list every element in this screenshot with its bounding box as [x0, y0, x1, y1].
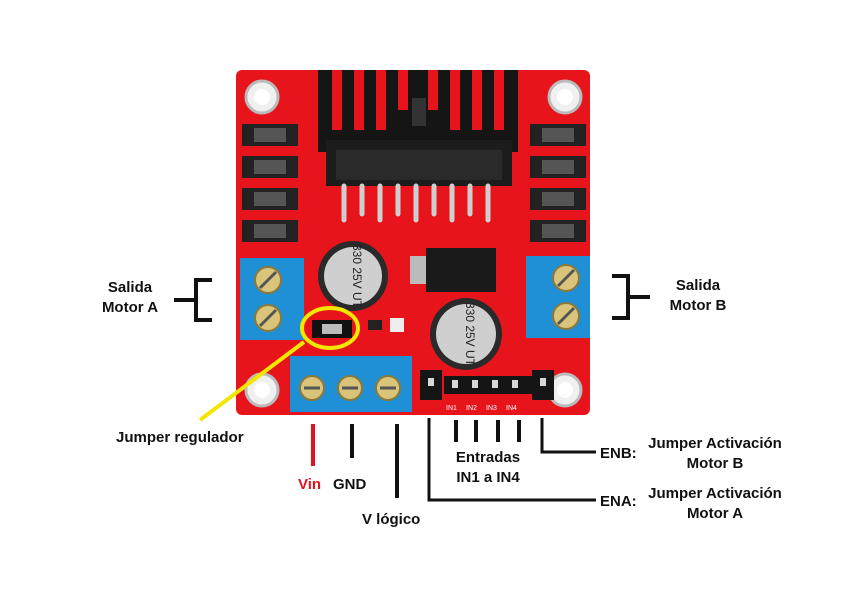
diodes-right [530, 124, 586, 242]
label-enb: Jumper Activación Motor B [640, 434, 790, 474]
label-salida-b-line2: Motor B [669, 297, 727, 314]
svg-text:330 25V UT: 330 25V UT [463, 302, 477, 367]
highlight-pointer [198, 340, 306, 422]
label-ena-prefix: ENA: [600, 493, 637, 510]
label-jumper-regulador: Jumper regulador [116, 429, 244, 446]
label-salida-a-line1: Salida [107, 279, 153, 296]
header-pins [420, 370, 554, 400]
label-enb-line2: Motor B [686, 455, 744, 472]
svg-text:330 25V UT: 330 25V UT [350, 244, 364, 309]
highlight-circle [300, 306, 360, 350]
label-entradas: Entradas IN1 a IN4 [448, 448, 528, 488]
enb-lead [540, 418, 596, 454]
capacitor-right: 330 25V UT [430, 298, 502, 370]
label-enb-prefix: ENB: [600, 445, 637, 462]
ena-lead [427, 418, 596, 502]
label-ena: Jumper Activación Motor A [640, 484, 790, 524]
label-ena-line1: Jumper Activación [648, 485, 782, 502]
terminal-block-motor-b [526, 256, 590, 338]
heatsink [318, 70, 518, 152]
label-salida-motor-b: Salida Motor B [660, 276, 736, 316]
terminal-block-motor-a [240, 258, 304, 340]
chip-pins [341, 183, 491, 223]
bracket-motor-a [194, 278, 212, 322]
label-v-logico: V lógico [362, 511, 421, 528]
diodes-left [242, 124, 298, 242]
label-enb-line1: Jumper Activación [648, 435, 782, 452]
label-entradas-line2: IN1 a IN4 [456, 469, 520, 486]
regulator-jumper [312, 320, 352, 338]
label-ena-line2: Motor A [686, 505, 744, 522]
capacitor-left: 330 25V UT [318, 241, 388, 311]
label-salida-motor-a: Salida Motor A [92, 278, 168, 318]
terminal-block-power [290, 356, 412, 412]
pin-label-in4: IN4 [506, 405, 517, 412]
pin-label-in2: IN2 [466, 405, 477, 412]
label-entradas-line1: Entradas [455, 449, 521, 466]
label-vin: Vin [298, 476, 322, 493]
voltage-regulator [410, 248, 496, 292]
input-leads [454, 420, 521, 442]
pin-label-in1: IN1 [446, 405, 457, 412]
pin-label-in3: IN3 [486, 405, 497, 412]
label-salida-b-line1: Salida [675, 277, 721, 294]
label-salida-a-line2: Motor A [101, 299, 159, 316]
label-gnd: GND [333, 476, 367, 493]
bracket-motor-b [612, 274, 630, 320]
